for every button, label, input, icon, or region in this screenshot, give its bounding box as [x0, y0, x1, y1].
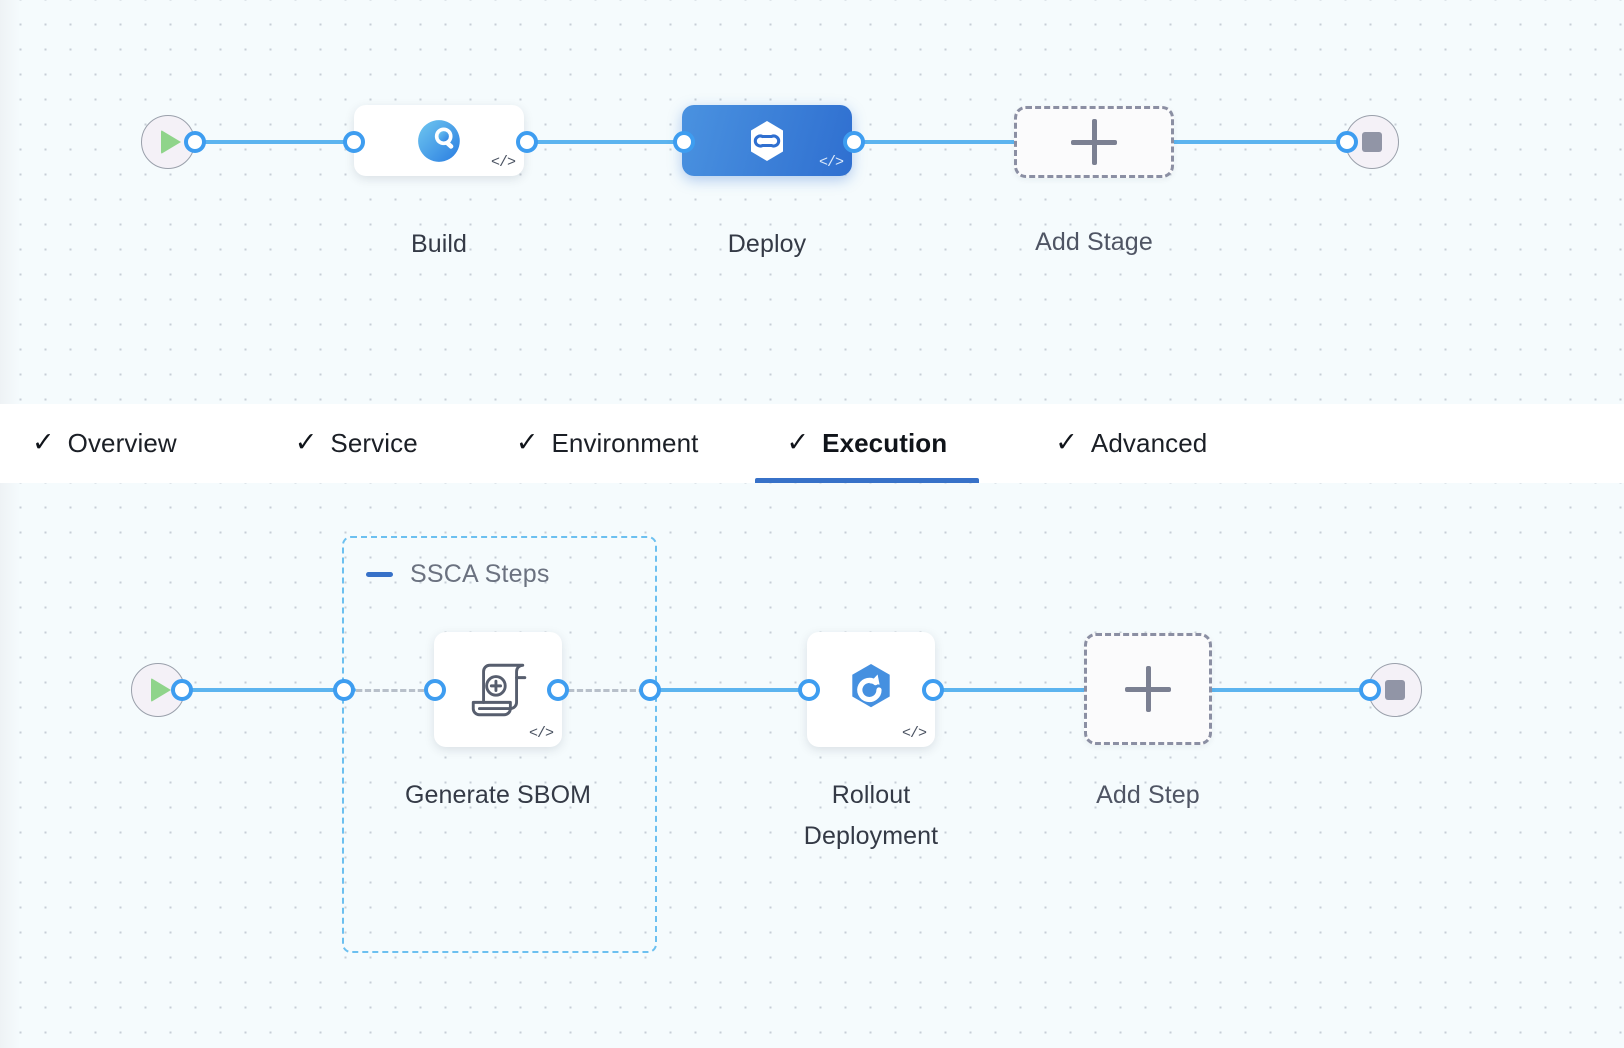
- step-connector-dashed-right: [558, 689, 650, 692]
- stage-card-deploy[interactable]: </>: [682, 105, 852, 176]
- tab-environment[interactable]: ✓ Environment: [516, 404, 699, 483]
- add-step-label: Add Step: [1096, 781, 1200, 809]
- sbom-scroll-icon: [465, 657, 531, 723]
- connector-dot[interactable]: [343, 131, 365, 153]
- step-connector-addstep-end: [1205, 688, 1390, 692]
- check-icon: ✓: [32, 427, 55, 457]
- connector-dot[interactable]: [1359, 679, 1381, 701]
- step-end-node[interactable]: [1368, 663, 1422, 717]
- play-icon: [160, 130, 181, 154]
- add-step-button[interactable]: [1084, 633, 1212, 745]
- connector-dot[interactable]: [843, 131, 865, 153]
- step-connector-rollout-addstep: [920, 688, 1110, 692]
- tab-label: Environment: [551, 428, 699, 458]
- step-card-rollout-deployment[interactable]: </>: [807, 632, 935, 747]
- stage-end-node[interactable]: [1345, 115, 1399, 169]
- add-stage-button[interactable]: [1014, 106, 1174, 178]
- step-group-header[interactable]: SSCA Steps: [366, 560, 550, 589]
- plus-icon: [1125, 666, 1171, 712]
- step-group-ssca[interactable]: SSCA Steps: [342, 536, 657, 953]
- step-connector-start-group: [178, 688, 356, 692]
- stage-connector-addstage-end: [1165, 140, 1375, 144]
- step-card-generate-sbom[interactable]: </>: [434, 632, 562, 747]
- cd-deploy-icon: [741, 115, 793, 167]
- connector-dot[interactable]: [547, 679, 569, 701]
- step-label-rollout-deployment: Rollout Deployment: [803, 781, 939, 850]
- tab-label: Overview: [67, 428, 177, 458]
- check-icon: ✓: [786, 427, 810, 457]
- step-label-generate-sbom: Generate SBOM: [404, 781, 592, 809]
- stage-connector-deploy-addstage: [838, 140, 1038, 144]
- plus-icon: [1071, 119, 1117, 165]
- minus-icon[interactable]: [366, 572, 393, 577]
- connector-dot[interactable]: [639, 679, 661, 701]
- connector-dot[interactable]: [424, 679, 446, 701]
- tab-label: Service: [330, 428, 418, 458]
- tab-overview[interactable]: ✓ Overview: [32, 404, 177, 483]
- tab-label: Advanced: [1090, 428, 1208, 458]
- tab-label: Execution: [822, 428, 948, 458]
- code-view-badge[interactable]: </>: [490, 154, 516, 171]
- play-icon: [150, 678, 171, 702]
- stage-card-build[interactable]: </>: [354, 105, 524, 176]
- stop-icon: [1385, 680, 1405, 700]
- stage-label-build: Build: [410, 230, 468, 258]
- connector-dot[interactable]: [673, 131, 695, 153]
- connector-dot[interactable]: [171, 679, 193, 701]
- check-icon: ✓: [294, 427, 318, 457]
- step-connector-dashed-left: [346, 689, 438, 692]
- stage-label-deploy: Deploy: [727, 230, 807, 258]
- k8s-rollout-icon: [839, 658, 903, 722]
- check-icon: ✓: [1055, 427, 1078, 457]
- connector-dot[interactable]: [1336, 131, 1358, 153]
- tab-service[interactable]: ✓ Service: [295, 404, 418, 483]
- connector-dot[interactable]: [184, 131, 206, 153]
- execution-step-canvas[interactable]: SSCA Steps: [0, 483, 1624, 1048]
- stage-connector-start-build: [192, 140, 362, 144]
- connector-dot[interactable]: [516, 131, 538, 153]
- code-view-badge[interactable]: </>: [528, 725, 554, 742]
- code-view-badge[interactable]: </>: [901, 725, 927, 742]
- stop-icon: [1362, 132, 1382, 152]
- connector-dot[interactable]: [798, 679, 820, 701]
- connector-dot[interactable]: [333, 679, 355, 701]
- check-icon: ✓: [515, 427, 539, 457]
- stage-start-node[interactable]: [141, 115, 195, 169]
- stage-connector-build-deploy: [510, 140, 700, 144]
- add-stage-label: Add Stage: [1035, 228, 1153, 256]
- ci-build-icon: [414, 116, 464, 166]
- step-connector-group-rollout: [645, 688, 830, 692]
- stage-canvas[interactable]: </> Build </> Deploy Add Stage: [0, 0, 1624, 404]
- stage-config-tabs: ✓ Overview ✓ Service ✓ Environment ✓ Exe…: [0, 404, 1624, 484]
- tab-advanced[interactable]: ✓ Advanced: [1055, 404, 1207, 483]
- code-view-badge[interactable]: </>: [818, 154, 844, 171]
- tab-execution[interactable]: ✓ Execution: [754, 404, 980, 483]
- step-group-title: SSCA Steps: [410, 560, 550, 588]
- connector-dot[interactable]: [922, 679, 944, 701]
